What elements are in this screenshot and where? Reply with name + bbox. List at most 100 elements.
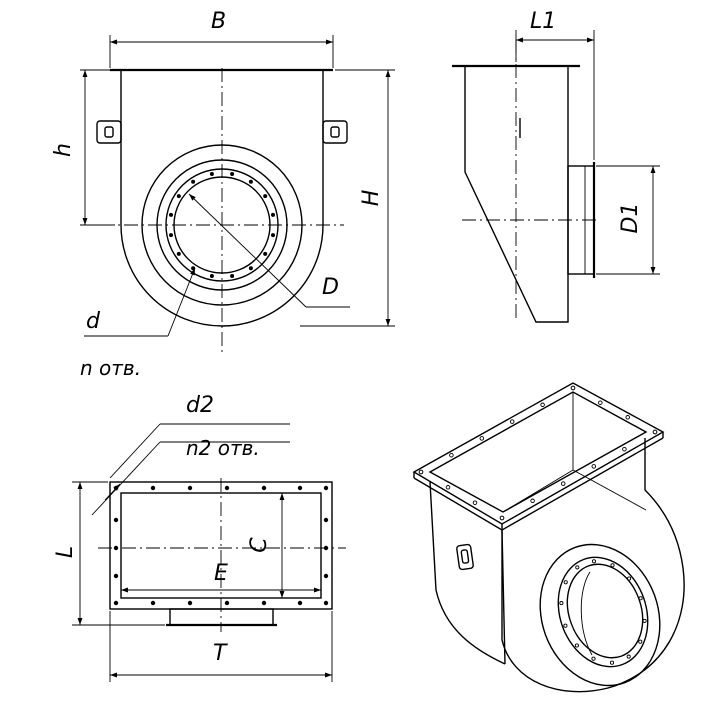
top-bolt-hole bbox=[261, 600, 267, 606]
iso-bolt-hole bbox=[472, 500, 478, 505]
top-bolt-hole bbox=[113, 517, 119, 523]
front-view bbox=[84, 68, 350, 352]
iso-inlet-bolt-hole bbox=[610, 563, 615, 568]
dimension-D1 bbox=[596, 165, 660, 275]
iso-bolt-hole bbox=[530, 498, 535, 504]
iso-bolt-hole bbox=[560, 481, 566, 486]
iso-bolt-hole bbox=[479, 436, 485, 441]
iso-inlet-bore bbox=[566, 563, 644, 659]
iso-side-lug bbox=[456, 543, 474, 571]
iso-inlet-bolt-hole bbox=[638, 596, 643, 601]
top-bolt-hole bbox=[323, 485, 329, 491]
top-bolt-hole bbox=[297, 600, 303, 606]
top-bolt-hole bbox=[323, 573, 329, 579]
front-bolt-hole bbox=[230, 172, 235, 176]
iso-housing-left-side bbox=[429, 481, 506, 665]
label-n-holes: n отв. bbox=[80, 356, 141, 380]
iso-inlet-bolt-hole bbox=[559, 601, 564, 606]
label-L1: L1 bbox=[530, 9, 556, 34]
top-bolt-hole bbox=[261, 485, 267, 491]
iso-flange-inner bbox=[428, 391, 648, 513]
hole-d2-leader bbox=[104, 483, 121, 501]
dimension-T bbox=[109, 611, 333, 682]
iso-inlet-bolt-hole bbox=[642, 618, 647, 623]
front-bolt-hole bbox=[263, 251, 268, 256]
front-bolt-hole bbox=[169, 212, 173, 217]
iso-bolt-hole bbox=[509, 419, 515, 424]
top-bolt-hole bbox=[224, 600, 230, 606]
iso-bolt-hole bbox=[449, 452, 454, 458]
dimension-L1 bbox=[515, 30, 595, 160]
top-bolt-hole bbox=[323, 600, 329, 606]
isometric-view bbox=[412, 382, 685, 693]
iso-bolt-hole bbox=[570, 385, 576, 391]
dimension-B bbox=[109, 35, 334, 68]
label-D1: D1 bbox=[618, 203, 643, 234]
dimension-L bbox=[72, 481, 165, 626]
label-n2-holes: n2 отв. bbox=[186, 436, 260, 460]
iso-inlet-bolt-hole bbox=[627, 576, 632, 581]
iso-inlet-bolt-hole bbox=[609, 660, 615, 665]
front-bolt-hole bbox=[209, 274, 214, 278]
iso-bolt-hole bbox=[652, 429, 658, 435]
front-bolt-hole bbox=[230, 274, 235, 278]
top-bolt-hole bbox=[113, 600, 119, 606]
label-L: L bbox=[53, 546, 78, 558]
side-housing-outline bbox=[464, 66, 569, 323]
iso-inlet-bolt-hole bbox=[575, 565, 580, 570]
label-D: D bbox=[322, 275, 339, 300]
top-bolt-hole bbox=[297, 485, 303, 491]
iso-bolt-hole bbox=[499, 515, 505, 521]
top-inlet-collar bbox=[169, 608, 274, 626]
iso-inlet-bolt-hole bbox=[591, 559, 597, 564]
top-view bbox=[91, 423, 346, 632]
side-view bbox=[452, 40, 600, 323]
top-bolt-hole bbox=[323, 517, 329, 523]
iso-bolt-hole bbox=[540, 402, 545, 408]
front-bolt-hole bbox=[263, 194, 268, 199]
iso-housing-front-scroll bbox=[501, 438, 685, 693]
top-bolt-hole bbox=[113, 573, 119, 579]
iso-bolt-hole bbox=[598, 400, 603, 405]
label-H: H bbox=[359, 190, 384, 207]
iso-inlet-bolt-hole bbox=[563, 623, 568, 628]
iso-bolt-hole bbox=[625, 415, 630, 420]
top-bolt-hole bbox=[187, 485, 193, 491]
front-right-lug bbox=[322, 120, 348, 144]
iso-inlet-bolt-hole bbox=[574, 643, 579, 648]
front-flange-bolts bbox=[169, 172, 275, 278]
diameter-D-line bbox=[188, 193, 307, 308]
front-bolt-hole bbox=[248, 266, 253, 271]
label-C: C bbox=[247, 537, 272, 553]
front-bolt-hole bbox=[209, 172, 214, 176]
top-bolt-hole bbox=[224, 485, 230, 491]
label-h: h bbox=[51, 143, 76, 157]
iso-inlet-bolt-hole bbox=[563, 580, 568, 585]
top-flange-bolts bbox=[113, 485, 329, 606]
iso-inlet-bolt-hole bbox=[638, 639, 643, 644]
front-left-lug bbox=[96, 120, 122, 144]
front-bolt-hole bbox=[191, 179, 196, 184]
label-B: B bbox=[211, 9, 226, 34]
label-d: d bbox=[86, 309, 101, 334]
front-bolt-hole bbox=[271, 212, 275, 217]
front-bolt-hole bbox=[271, 233, 275, 238]
iso-bolt-hole bbox=[418, 469, 424, 475]
label-d2: d2 bbox=[186, 393, 214, 418]
top-bolt-hole bbox=[187, 600, 193, 606]
iso-inlet-bolts bbox=[559, 559, 647, 665]
iso-inlet-flange bbox=[557, 556, 649, 668]
iso-flange-bolts bbox=[418, 385, 658, 521]
label-T: T bbox=[213, 641, 228, 666]
front-bolt-hole bbox=[176, 251, 181, 256]
dimension-H bbox=[300, 69, 395, 327]
label-E: E bbox=[214, 561, 228, 586]
iso-bolt-hole bbox=[445, 485, 451, 490]
front-bolt-hole bbox=[176, 194, 181, 199]
front-bolt-hole bbox=[248, 179, 253, 184]
iso-inlet-outer-ring bbox=[539, 543, 661, 687]
hole-d-leader bbox=[167, 267, 196, 337]
dimension-h bbox=[80, 69, 115, 226]
iso-bolt-hole bbox=[591, 464, 597, 469]
